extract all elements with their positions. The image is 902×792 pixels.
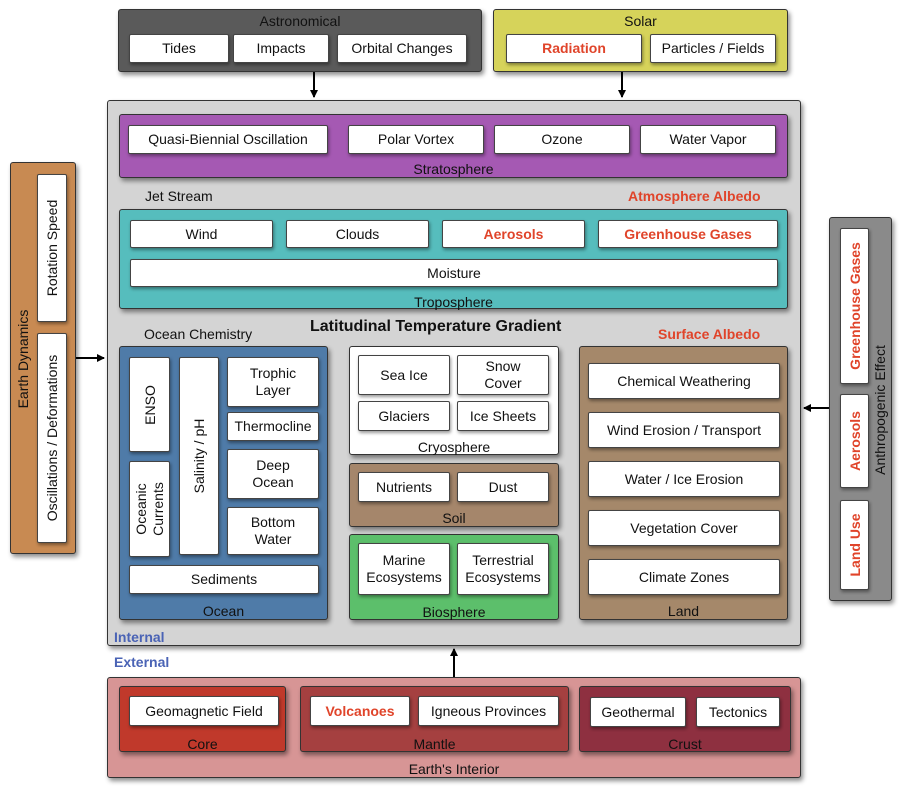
- marine-ecosystems-box: Marine Ecosystems: [358, 543, 450, 595]
- rotation-speed-box: Rotation Speed: [37, 174, 67, 322]
- water-ice-erosion-box: Water / Ice Erosion: [588, 461, 780, 497]
- clouds-box: Clouds: [286, 220, 429, 248]
- terrestrial-ecosystems-box: Terrestrial Ecosystems: [457, 543, 549, 595]
- igneous-provinces-box: Igneous Provinces: [418, 696, 559, 726]
- wind-box: Wind: [130, 220, 273, 248]
- soil-title: Soil: [442, 510, 466, 526]
- dust-box: Dust: [457, 472, 549, 502]
- tides-box: Tides: [129, 34, 229, 63]
- solar-title: Solar: [624, 13, 657, 29]
- soil-panel: Nutrients Dust Soil: [349, 463, 559, 527]
- glaciers-box: Glaciers: [358, 401, 450, 431]
- atmosphere-albedo-label: Atmosphere Albedo: [628, 188, 761, 204]
- geothermal-box: Geothermal: [590, 697, 686, 727]
- oceanic-currents-box: Oceanic Currents: [129, 461, 170, 557]
- ocean-chemistry-label: Ocean Chemistry: [144, 326, 253, 342]
- snow-cover-box: Snow Cover: [457, 355, 549, 395]
- mantle-title: Mantle: [413, 736, 456, 752]
- land-use-box: Land Use: [840, 500, 869, 590]
- anthro-greenhouse-box: Greenhouse Gases: [840, 228, 869, 384]
- troposphere-panel: Wind Clouds Aerosols Greenhouse Gases Mo…: [119, 209, 788, 310]
- salinity-box: Salinity / pH: [179, 357, 219, 555]
- internal-label: Internal: [114, 629, 165, 645]
- stratosphere-title: Stratosphere: [413, 161, 494, 177]
- earth-dynamics-panel: Earth Dynamics Rotation Speed Oscillatio…: [10, 162, 76, 554]
- land-title: Land: [667, 603, 700, 619]
- qbo-box: Quasi-Biennial Oscillation: [128, 125, 328, 154]
- cryosphere-panel: Sea Ice Snow Cover Glaciers Ice Sheets C…: [349, 346, 559, 455]
- ice-sheets-box: Ice Sheets: [457, 401, 549, 431]
- anthro-aerosols-box: Aerosols: [840, 394, 869, 488]
- mantle-panel: Volcanoes Igneous Provinces Mantle: [300, 686, 569, 752]
- volcanoes-box: Volcanoes: [310, 696, 410, 726]
- jet-stream-label: Jet Stream: [145, 188, 213, 204]
- water-vapor-box: Water Vapor: [640, 125, 776, 154]
- crust-title: Crust: [668, 736, 702, 752]
- tectonics-box: Tectonics: [696, 697, 780, 727]
- earths-interior-title: Earth's Interior: [408, 761, 500, 777]
- solar-panel: Solar Radiation Particles / Fields: [493, 9, 788, 72]
- crust-panel: Geothermal Tectonics Crust: [579, 686, 791, 752]
- surface-albedo-label: Surface Albedo: [658, 326, 761, 342]
- cryosphere-title: Cryosphere: [417, 439, 491, 455]
- oscillations-deformations-box: Oscillations / Deformations: [37, 333, 67, 543]
- chemical-weathering-box: Chemical Weathering: [588, 363, 780, 399]
- bottom-water-box: Bottom Water: [227, 507, 319, 555]
- gradient-title: Latitudinal Temperature Gradient: [310, 318, 562, 335]
- deep-ocean-box: Deep Ocean: [227, 449, 319, 499]
- wind-erosion-box: Wind Erosion / Transport: [588, 412, 780, 448]
- radiation-box: Radiation: [506, 34, 642, 63]
- orbital-changes-box: Orbital Changes: [337, 34, 467, 63]
- astronomical-panel: Astronomical Tides Impacts Orbital Chang…: [118, 9, 482, 72]
- land-panel: Chemical Weathering Wind Erosion / Trans…: [579, 346, 788, 620]
- enso-box: ENSO: [129, 357, 170, 452]
- polar-vortex-box: Polar Vortex: [348, 125, 484, 154]
- aerosols-box: Aerosols: [442, 220, 585, 248]
- nutrients-box: Nutrients: [358, 472, 450, 502]
- vegetation-cover-box: Vegetation Cover: [588, 510, 780, 546]
- ozone-box: Ozone: [494, 125, 630, 154]
- particles-fields-box: Particles / Fields: [650, 34, 776, 63]
- sea-ice-box: Sea Ice: [358, 355, 450, 395]
- biosphere-title: Biosphere: [422, 604, 486, 620]
- trophic-layer-box: Trophic Layer: [227, 357, 319, 407]
- stratosphere-panel: Quasi-Biennial Oscillation Polar Vortex …: [119, 114, 788, 178]
- climate-zones-box: Climate Zones: [588, 559, 780, 595]
- moisture-box: Moisture: [130, 259, 778, 287]
- core-title: Core: [187, 736, 218, 752]
- anthropogenic-panel: Anthropogenic Effect Greenhouse Gases Ae…: [829, 217, 892, 601]
- geomagnetic-field-box: Geomagnetic Field: [129, 696, 279, 726]
- ocean-title: Ocean: [202, 603, 245, 619]
- astronomical-title: Astronomical: [259, 13, 341, 29]
- ocean-panel: ENSO Oceanic Currents Salinity / pH Trop…: [119, 346, 328, 620]
- external-label: External: [114, 654, 170, 670]
- core-panel: Geomagnetic Field Core: [119, 686, 286, 752]
- sediments-box: Sediments: [129, 565, 319, 594]
- biosphere-panel: Marine Ecosystems Terrestrial Ecosystems…: [349, 534, 559, 620]
- earths-interior-panel: Geomagnetic Field Core Volcanoes Igneous…: [107, 677, 801, 778]
- greenhouse-gases-box: Greenhouse Gases: [598, 220, 778, 248]
- troposphere-title: Troposphere: [414, 294, 493, 310]
- impacts-box: Impacts: [233, 34, 329, 63]
- thermocline-box: Thermocline: [227, 412, 319, 441]
